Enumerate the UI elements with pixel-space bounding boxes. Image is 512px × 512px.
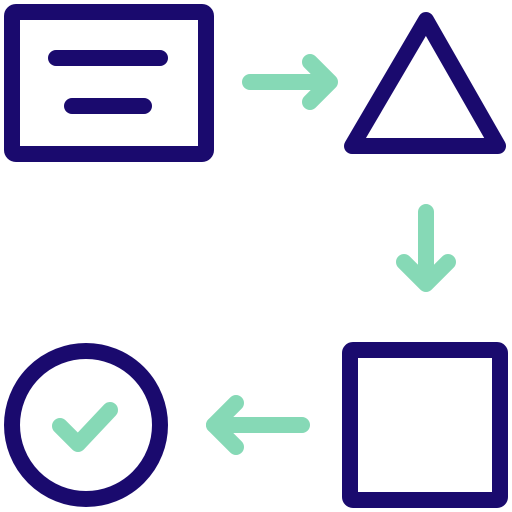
document-frame	[4, 4, 214, 162]
arrow-right-head	[302, 54, 338, 110]
check-circle-icon	[4, 343, 168, 507]
arrow-down-head	[396, 254, 456, 292]
arrow-down-icon	[396, 204, 456, 292]
triangle-icon	[344, 12, 506, 154]
square-icon	[342, 342, 508, 508]
checkmark	[52, 402, 118, 452]
arrow-left-head	[206, 395, 244, 455]
square-shape	[342, 342, 508, 508]
check-circle-ring	[4, 343, 168, 507]
arrow-left-icon	[206, 395, 310, 455]
document-icon	[4, 4, 214, 162]
triangle-shape	[344, 12, 506, 154]
arrow-right-icon	[242, 54, 338, 110]
